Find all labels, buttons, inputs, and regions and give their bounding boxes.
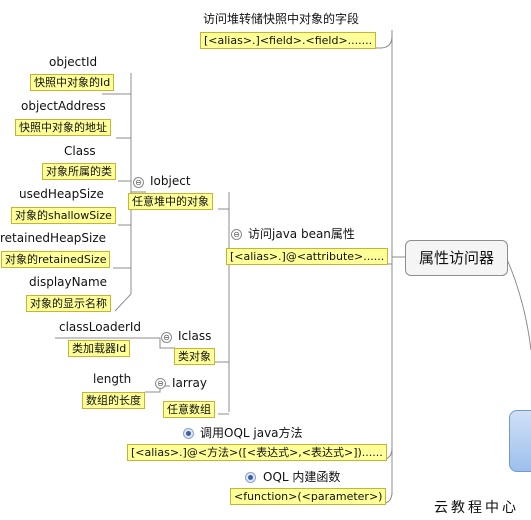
collapse-icon[interactable]: ⊖ <box>155 378 166 389</box>
iclass-note: 类对象 <box>174 348 215 365</box>
field-length-note: 数组的长度 <box>82 392 145 409</box>
field-usedheapsize-note: 对象的shallowSize <box>11 207 116 224</box>
field-classloaderid-note: 类加载器Id <box>68 340 131 357</box>
field-class-note: 对象所属的类 <box>42 163 116 180</box>
collapse-icon[interactable]: ⊖ <box>231 229 242 240</box>
root-node[interactable] <box>509 410 531 472</box>
iclass-label[interactable]: Iclass <box>178 329 212 343</box>
central-node-property-accessor[interactable]: 属性访问器 <box>405 240 508 276</box>
field-objectid-note: 快照中对象的Id <box>30 74 115 91</box>
collapse-icon[interactable]: ⊖ <box>133 177 144 188</box>
branch-oql-method-note: [<alias>.]@<方法>([<表达式>,<表达式>])...... <box>127 444 387 461</box>
branch-snapshot-field-note: [<alias>.]<field>.<field>....... <box>200 32 377 49</box>
iarray-note: 任意数组 <box>163 401 215 418</box>
branch-oql-builtin-note: <function>(<parameter>) <box>230 488 387 505</box>
field-classloaderid-label[interactable]: classLoaderId <box>59 320 142 334</box>
field-retainedheapsize-label[interactable]: retainedHeapSize <box>0 231 107 245</box>
field-displayname-note: 对象的显示名称 <box>26 295 111 312</box>
iobject-label[interactable]: Iobject <box>150 174 191 188</box>
field-retainedheapsize-note: 对象的retainedSize <box>1 251 111 268</box>
field-objectid-label[interactable]: objectId <box>49 55 98 69</box>
branch-snapshot-field-label[interactable]: 访问堆转储快照中对象的字段 <box>203 12 360 26</box>
field-usedheapsize-label[interactable]: usedHeapSize <box>19 187 104 201</box>
bullet-icon <box>183 428 194 439</box>
field-objectaddress-note: 快照中对象的地址 <box>15 119 111 136</box>
branch-bean-attr-label[interactable]: 访问java bean属性 <box>248 227 355 241</box>
iobject-note: 任意堆中的对象 <box>128 193 213 210</box>
collapse-icon[interactable]: ⊖ <box>161 332 172 343</box>
field-length-label[interactable]: length <box>93 372 132 386</box>
field-class-label[interactable]: Class <box>64 144 96 158</box>
branch-bean-attr-note: [<alias>.]@<attribute>...... <box>226 248 389 265</box>
branch-oql-builtin-label[interactable]: OQL 内建函数 <box>263 470 341 484</box>
field-displayname-label[interactable]: displayName <box>29 275 108 289</box>
field-objectaddress-label[interactable]: objectAddress <box>21 99 106 113</box>
bullet-icon <box>245 472 256 483</box>
footer-watermark: 云教程中心 <box>422 497 531 520</box>
branch-oql-method-label[interactable]: 调用OQL java方法 <box>200 426 303 440</box>
iarray-label[interactable]: Iarray <box>172 376 208 390</box>
